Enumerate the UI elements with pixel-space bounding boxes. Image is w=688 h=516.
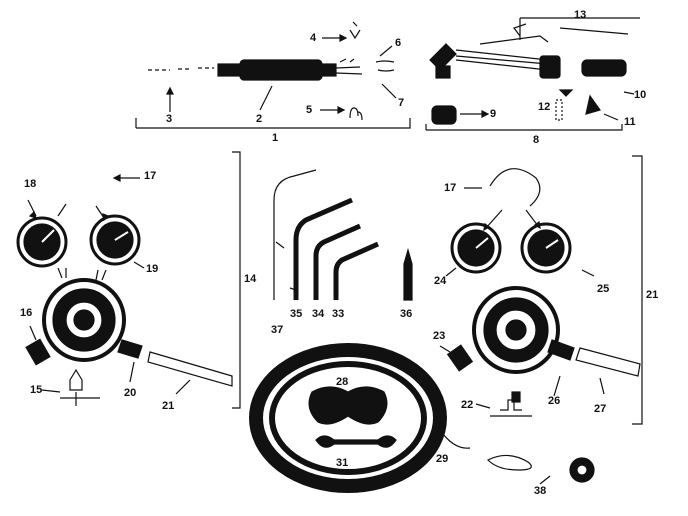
callout-16: 16 bbox=[20, 307, 33, 319]
regulator-body-right bbox=[472, 286, 560, 374]
callout-24: 23 bbox=[433, 330, 446, 342]
inlet-fitting-23 bbox=[490, 399, 532, 417]
gauge-18 bbox=[16, 216, 68, 268]
hose-31 bbox=[249, 343, 447, 493]
goggles-29 bbox=[308, 386, 388, 425]
callout-27: 26 bbox=[548, 395, 561, 407]
callout-6: 6 bbox=[395, 37, 402, 49]
callout-31: 29 bbox=[436, 453, 449, 465]
callout-12: 12 bbox=[538, 101, 551, 113]
callout-38: 38 bbox=[534, 485, 547, 497]
callout-26: 25 bbox=[597, 283, 610, 295]
oxygen-valve bbox=[539, 55, 561, 79]
tip-37 bbox=[273, 169, 317, 300]
callout-28: 27 bbox=[594, 403, 607, 415]
torch-handle-group bbox=[135, 21, 411, 129]
valve-part-5 bbox=[349, 107, 363, 121]
tip-36 bbox=[403, 247, 413, 301]
torch-tip-fitting bbox=[375, 60, 395, 72]
inlet-fitting-15 bbox=[60, 368, 100, 406]
callout-29: 28 bbox=[336, 376, 349, 388]
bracket-22 bbox=[632, 155, 643, 425]
part-38-cap bbox=[486, 454, 532, 471]
regulator-body-left bbox=[42, 278, 126, 362]
tip-35 bbox=[293, 197, 353, 300]
callout-4: 4 bbox=[310, 32, 317, 44]
hose-loop-17 bbox=[489, 168, 541, 207]
wrench-21 bbox=[147, 351, 233, 387]
mixer-nut bbox=[581, 59, 627, 77]
callout-17-right: 17 bbox=[444, 182, 457, 194]
callout-14: 14 bbox=[244, 273, 257, 285]
bracket-13 bbox=[519, 17, 640, 40]
bracket-8 bbox=[425, 124, 623, 131]
callout-9: 9 bbox=[490, 108, 497, 120]
torch-handle bbox=[239, 59, 323, 81]
callout-18: 18 bbox=[24, 178, 37, 190]
oxygen-regulator-group bbox=[16, 151, 241, 409]
callout-11: 10 bbox=[634, 89, 647, 101]
wrench-32 bbox=[315, 435, 397, 448]
callout-13: 13 bbox=[574, 9, 587, 21]
callout-2: 2 bbox=[256, 113, 263, 125]
callout-33: 33 bbox=[332, 308, 345, 320]
welding-tips-group bbox=[273, 169, 413, 301]
callout-21: 21 bbox=[162, 400, 175, 412]
handle-body-end bbox=[321, 63, 337, 77]
callout-19: 19 bbox=[146, 263, 159, 275]
fitting-24 bbox=[446, 344, 474, 372]
cutting-attachment-group bbox=[425, 17, 640, 131]
callout-22: 21 bbox=[646, 289, 659, 301]
wrench-28 bbox=[575, 347, 641, 377]
sleeve-part-9 bbox=[431, 105, 457, 125]
callout-36: 36 bbox=[400, 308, 413, 320]
cutting-lever bbox=[479, 23, 549, 45]
handle-nut bbox=[217, 63, 241, 77]
gauge-26 bbox=[520, 222, 572, 274]
gauge-25 bbox=[450, 222, 502, 274]
bracket-14 bbox=[232, 151, 241, 409]
hose-and-accessories-group bbox=[249, 343, 471, 493]
fitting-20 bbox=[117, 339, 143, 359]
cutting-tip bbox=[585, 94, 601, 115]
callout-32: 31 bbox=[336, 457, 349, 469]
bracket-1 bbox=[135, 118, 411, 129]
callout-25: 24 bbox=[434, 275, 447, 287]
callout-8: 8 bbox=[533, 134, 540, 146]
callout-34: 34 bbox=[312, 308, 325, 320]
fitting-27 bbox=[547, 339, 575, 361]
valve-part-4 bbox=[349, 21, 361, 40]
callout-5: 5 bbox=[306, 104, 313, 116]
callout-7: 7 bbox=[398, 97, 405, 109]
callout-3: 3 bbox=[166, 113, 173, 125]
callout-17-left: 17 bbox=[144, 170, 157, 182]
callout-10: 11 bbox=[624, 116, 636, 128]
callout-20: 20 bbox=[124, 387, 137, 399]
callout-23: 22 bbox=[461, 399, 474, 411]
acetylene-regulator-group bbox=[439, 155, 643, 485]
gauge-19 bbox=[89, 214, 141, 266]
callout-37: 37 bbox=[271, 324, 284, 336]
tip-34 bbox=[313, 223, 362, 300]
fitting-16 bbox=[25, 338, 51, 366]
callout-15: 15 bbox=[30, 384, 43, 396]
callout-35: 35 bbox=[290, 308, 303, 320]
callout-1: 1 bbox=[272, 132, 279, 144]
tip-33 bbox=[333, 241, 380, 300]
